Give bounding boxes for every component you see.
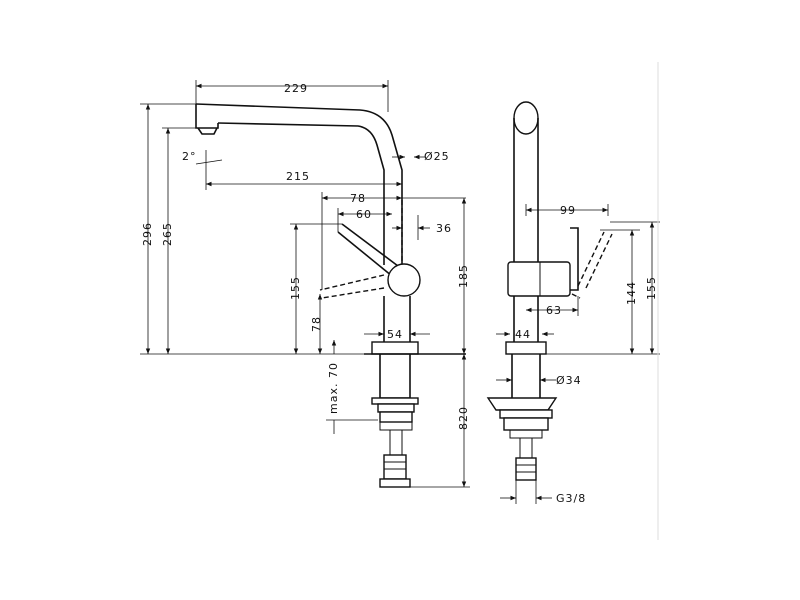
side-view bbox=[195, 103, 466, 488]
dim-78a: 78 bbox=[350, 192, 366, 205]
dim-229: 229 bbox=[284, 82, 308, 95]
dim-54: 54 bbox=[387, 328, 403, 341]
dim-44: 44 bbox=[515, 328, 531, 341]
dim-185: 185 bbox=[457, 264, 470, 288]
front-dimensions: 99 144 155 63 44 Ø34 G3/8 bbox=[496, 204, 660, 505]
dim-36: 36 bbox=[436, 222, 452, 235]
dim-G38: G3/8 bbox=[556, 492, 586, 505]
dim-2deg: 2° bbox=[182, 150, 197, 163]
front-view bbox=[486, 101, 613, 481]
dim-155a: 155 bbox=[289, 276, 302, 300]
dim-60: 60 bbox=[356, 208, 372, 221]
dim-99: 99 bbox=[560, 204, 576, 217]
dim-155b: 155 bbox=[645, 276, 658, 300]
dim-820: 820 bbox=[457, 406, 470, 430]
dim-63: 63 bbox=[546, 304, 562, 317]
side-dimensions: 229 Ø25 215 2° 78 60 36 296 26 bbox=[140, 80, 470, 488]
dim-296: 296 bbox=[141, 222, 154, 246]
dim-max70: max. 70 bbox=[327, 362, 340, 414]
dim-78b: 78 bbox=[310, 316, 323, 332]
dim-144: 144 bbox=[625, 281, 638, 305]
dim-215: 215 bbox=[286, 170, 310, 183]
dim-265: 265 bbox=[161, 222, 174, 246]
dim-25: Ø25 bbox=[424, 150, 450, 163]
dim-34: Ø34 bbox=[556, 374, 582, 387]
